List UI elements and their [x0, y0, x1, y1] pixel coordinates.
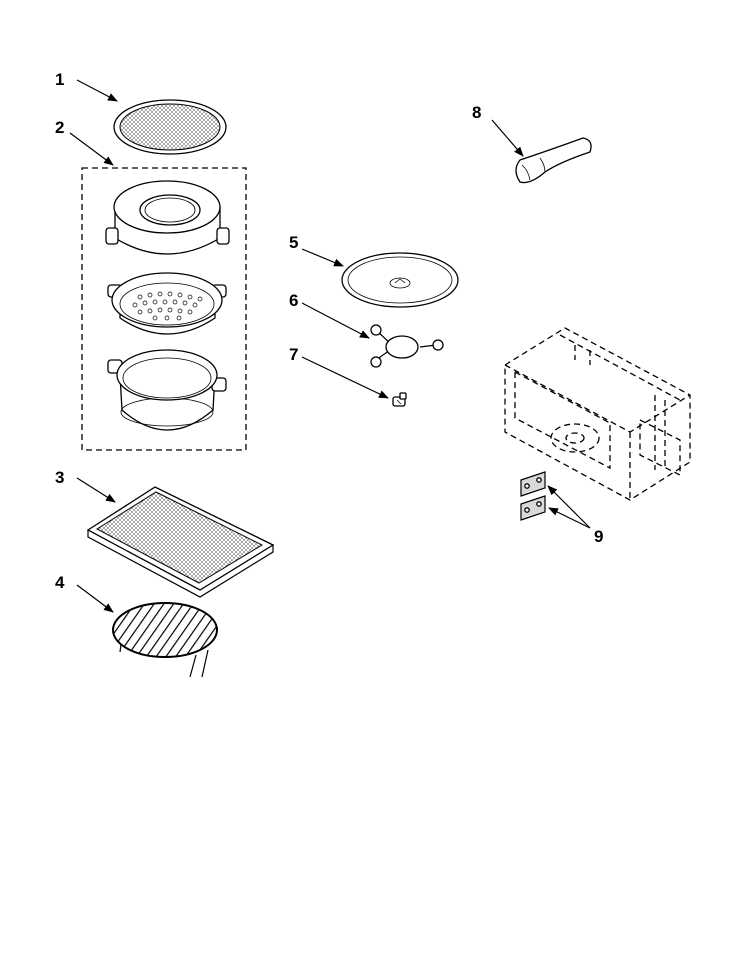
- mounting-plate-upper: [520, 471, 546, 497]
- steamer-set-group-box: [81, 167, 247, 451]
- callout-4-arrow: [76, 584, 114, 613]
- callout-7: 7: [289, 345, 298, 364]
- callout-8: 8: [472, 103, 481, 122]
- mounting-plate-lower: [520, 495, 546, 521]
- steamer-lid: [105, 180, 230, 255]
- callout-4: 4: [55, 573, 65, 592]
- callout-9-arrow-lower: [548, 507, 591, 529]
- turntable-support: [370, 324, 444, 368]
- crisper-tray: [86, 486, 275, 598]
- screen-cover-part: [113, 99, 227, 155]
- steamer-insert: [107, 272, 227, 335]
- coupler: [392, 392, 407, 407]
- callout-5-arrow: [301, 248, 344, 267]
- wire-rack: [112, 602, 218, 678]
- callout-6: 6: [289, 291, 298, 310]
- callout-8-arrow: [491, 119, 524, 157]
- microwave-cabinet-outline: [504, 327, 691, 501]
- callout-6-arrow: [301, 302, 370, 339]
- handle: [515, 137, 592, 184]
- callout-2-arrow: [69, 132, 114, 166]
- steamer-holes: [132, 291, 203, 321]
- callout-5: 5: [289, 233, 298, 252]
- callout-1-arrow: [76, 79, 118, 102]
- callout-3: 3: [55, 468, 64, 487]
- callout-7-arrow: [301, 356, 389, 399]
- callout-9: 9: [594, 527, 603, 546]
- callout-3-arrow: [76, 477, 116, 503]
- turntable-glass: [341, 252, 459, 308]
- steamer-bowl: [107, 349, 227, 431]
- callout-9-arrow-upper: [547, 485, 591, 529]
- callout-2: 2: [55, 118, 64, 137]
- callout-1: 1: [55, 70, 64, 89]
